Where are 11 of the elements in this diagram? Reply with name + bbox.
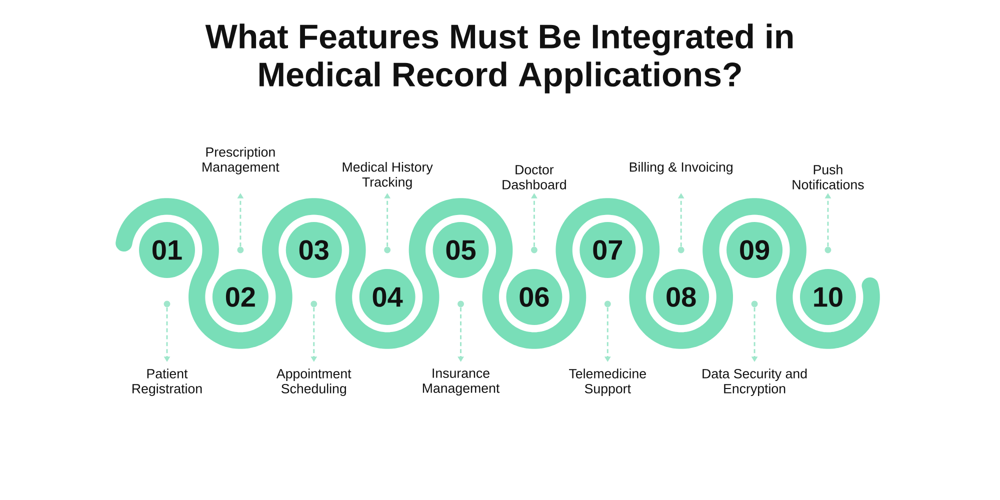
feature-label: Billing & Invoicing bbox=[630, 162, 732, 174]
title: What Features Must Be Integrated in Medical Record Applications? bbox=[205, 24, 793, 94]
feature-label: Telemedicine Support bbox=[569, 368, 646, 396]
feature-label: Insurance Management bbox=[422, 368, 500, 396]
feature-label: Data Security and Encryption bbox=[702, 368, 807, 396]
feature-label: Appointment Scheduling bbox=[276, 368, 352, 396]
feature-label: Medical History Tracking bbox=[342, 162, 433, 190]
feature-label: Prescription Management bbox=[202, 146, 280, 174]
feature-label: Push Notifications bbox=[792, 164, 864, 190]
feature-label: Patient Registration bbox=[132, 368, 202, 396]
feature-label: Doctor Dashboard bbox=[502, 165, 566, 190]
